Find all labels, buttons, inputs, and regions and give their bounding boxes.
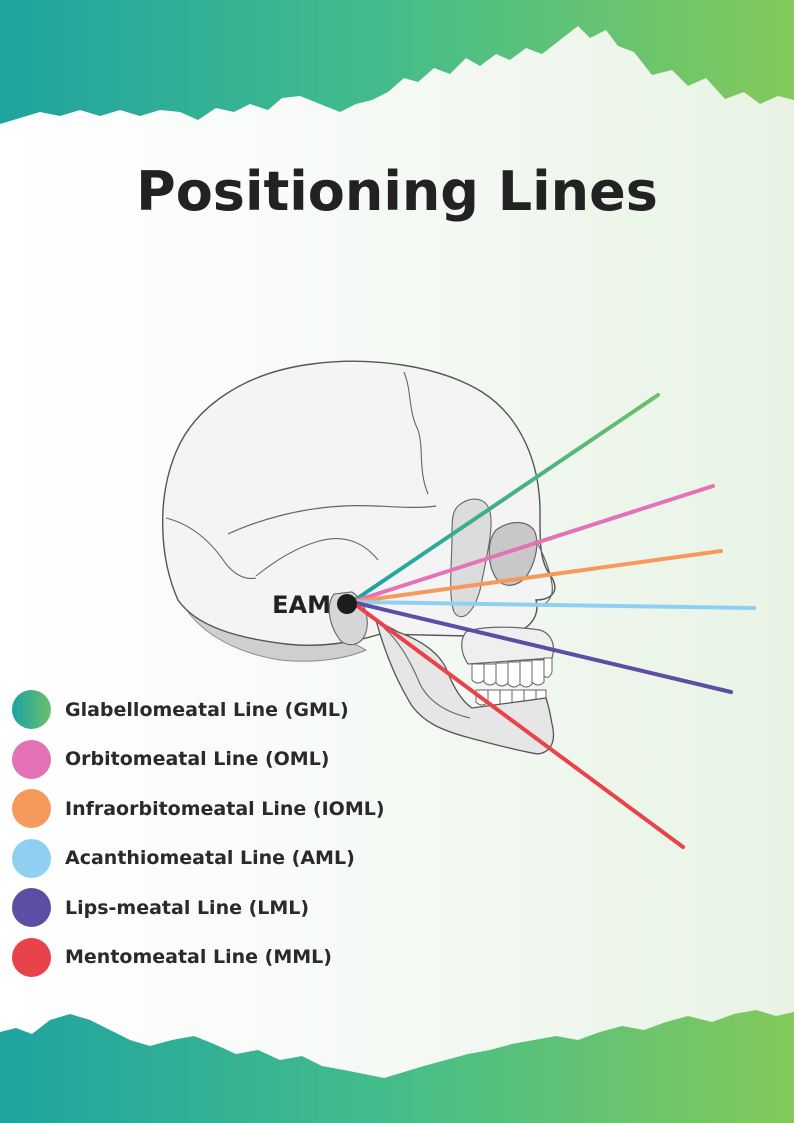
legend-item-oml: Orbitomeatal Line (OML) xyxy=(12,739,432,779)
eam-point xyxy=(337,594,357,614)
skull-maxilla xyxy=(461,626,555,665)
legend-item-mml: Mentomeatal Line (MML) xyxy=(12,937,432,977)
skull-suture-squamosal xyxy=(255,538,379,577)
legend-item-ioml: Infraorbitomeatal Line (IOML) xyxy=(12,789,432,828)
legend-swatch-mml xyxy=(12,937,51,977)
bottom-torn-band xyxy=(0,1010,794,1123)
line-ioml xyxy=(350,549,723,604)
legend-swatch-aml xyxy=(12,838,51,878)
legend-label-aml: Acanthiomeatal Line (AML) xyxy=(65,847,355,869)
skull-nasal-bone xyxy=(535,539,553,607)
skull-temporal-ridge xyxy=(227,505,437,535)
legend-label-gml: Glabellomeatal Line (GML) xyxy=(65,698,349,721)
skull-suture-lambdoid xyxy=(165,517,257,580)
legend-swatch-gml xyxy=(12,690,51,729)
legend-label-ioml: Infraorbitomeatal Line (IOML) xyxy=(65,797,385,820)
positioning-lines xyxy=(350,393,756,849)
legend-swatch-oml xyxy=(12,739,51,779)
legend-item-gml: Glabellomeatal Line (GML) xyxy=(12,690,432,729)
top-torn-band xyxy=(0,0,794,124)
legend-item-lml: Lips-meatal Line (LML) xyxy=(12,888,432,927)
legend-swatch-lml xyxy=(12,888,51,927)
legend-label-oml: Orbitomeatal Line (OML) xyxy=(65,748,330,770)
skull-mandible-ramus xyxy=(383,627,471,719)
eam-label: EAM xyxy=(272,591,331,619)
line-lml xyxy=(350,600,733,694)
line-aml xyxy=(350,600,756,610)
skull-upper-teeth xyxy=(471,657,553,688)
legend: Glabellomeatal Line (GML) Orbitomeatal L… xyxy=(12,690,432,987)
line-mml xyxy=(350,600,685,849)
legend-label-lml: Lips-meatal Line (LML) xyxy=(65,896,310,919)
skull-suture-coronal xyxy=(403,371,429,495)
skull-eye-socket xyxy=(488,521,538,586)
legend-item-aml: Acanthiomeatal Line (AML) xyxy=(12,838,432,878)
legend-swatch-ioml xyxy=(12,789,51,828)
legend-label-mml: Mentomeatal Line (MML) xyxy=(65,946,332,968)
line-oml xyxy=(350,484,715,604)
line-gml xyxy=(350,393,660,604)
page-title: Positioning Lines xyxy=(136,160,658,223)
